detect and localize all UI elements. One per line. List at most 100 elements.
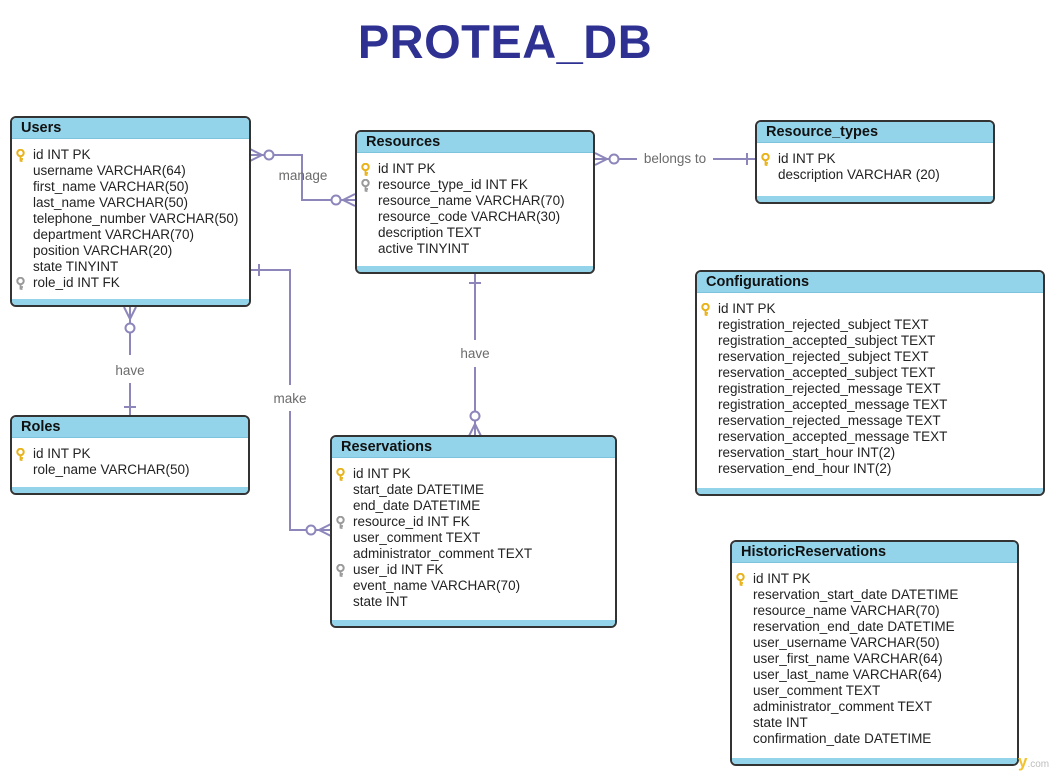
entity-title: Users: [21, 120, 62, 136]
attribute-text: state INT: [753, 715, 808, 730]
foreign-key-icon: [336, 564, 345, 577]
entity-footer: [357, 266, 593, 272]
foreign-key-icon: [361, 179, 370, 192]
attribute-row: reservation_accepted_message TEXT: [697, 429, 1043, 445]
attribute-text: registration_accepted_message TEXT: [718, 397, 948, 412]
attribute-row: id INT PK: [12, 147, 249, 163]
attribute-row: registration_rejected_subject TEXT: [697, 317, 1043, 333]
attribute-text: department VARCHAR(70): [33, 227, 195, 242]
attribute-text: user_username VARCHAR(50): [753, 635, 940, 650]
attribute-text: telephone_number VARCHAR(50): [33, 211, 239, 226]
attribute-text: resource_type_id INT FK: [378, 177, 528, 192]
attribute-row: last_name VARCHAR(50): [12, 195, 249, 211]
attribute-text: reservation_accepted_subject TEXT: [718, 365, 936, 380]
attribute-row: position VARCHAR(20): [12, 243, 249, 259]
attribute-row: administrator_comment TEXT: [732, 699, 1017, 715]
attribute-text: reservation_rejected_subject TEXT: [718, 349, 929, 364]
entity-footer: [12, 487, 248, 493]
attribute-text: user_last_name VARCHAR(64): [753, 667, 942, 682]
attribute-row: reservation_end_hour INT(2): [697, 461, 1043, 477]
attribute-row: active TINYINT: [357, 241, 593, 257]
primary-key-icon: [16, 149, 25, 162]
attribute-text: user_comment TEXT: [353, 530, 481, 545]
attribute-row: role_name VARCHAR(50): [12, 462, 248, 478]
primary-key-icon: [701, 303, 710, 316]
optional-reservations-make: [305, 524, 317, 536]
attribute-text: resource_id INT FK: [353, 514, 470, 529]
attribute-text: role_id INT FK: [33, 275, 120, 290]
crowfoot-users-manage: [249, 148, 263, 162]
attribute-row: state INT: [332, 594, 615, 610]
attribute-text: administrator_comment TEXT: [753, 699, 933, 714]
rel-label-have-roles: have: [115, 363, 144, 378]
attribute-row: username VARCHAR(64): [12, 163, 249, 179]
primary-key-icon: [16, 448, 25, 461]
attribute-row: state TINYINT: [12, 259, 249, 275]
brand-mark: y.com: [1018, 752, 1049, 772]
attribute-row: reservation_end_date DATETIME: [732, 619, 1017, 635]
crowfoot-reservations-have: [468, 423, 482, 437]
attribute-text: reservation_start_date DATETIME: [753, 587, 959, 602]
attribute-text: first_name VARCHAR(50): [33, 179, 189, 194]
attribute-row: registration_accepted_message TEXT: [697, 397, 1043, 413]
crowfoot-resources-manage: [342, 193, 356, 207]
entity-title: Resources: [366, 134, 441, 150]
attribute-text: user_first_name VARCHAR(64): [753, 651, 943, 666]
attribute-row: state INT: [732, 715, 1017, 731]
entity-header: Configurations: [697, 272, 1043, 293]
entity-title: Roles: [21, 419, 61, 435]
entity-header: Reservations: [332, 437, 615, 458]
attribute-row: description TEXT: [357, 225, 593, 241]
optional-resources-belongs: [608, 153, 620, 165]
foreign-key-icon: [336, 516, 345, 529]
attribute-row: id INT PK: [757, 151, 993, 167]
attribute-row: user_first_name VARCHAR(64): [732, 651, 1017, 667]
attribute-row: role_id INT FK: [12, 275, 249, 291]
attribute-row: id INT PK: [12, 446, 248, 462]
rel-label-have-reservations: have: [460, 346, 489, 361]
attribute-row: confirmation_date DATETIME: [732, 731, 1017, 747]
primary-key-icon: [361, 163, 370, 176]
optional-users-have: [124, 322, 136, 334]
attribute-row: resource_name VARCHAR(70): [357, 193, 593, 209]
attribute-row: registration_rejected_message TEXT: [697, 381, 1043, 397]
attribute-text: reservation_end_hour INT(2): [718, 461, 892, 476]
attribute-row: user_comment TEXT: [732, 683, 1017, 699]
attribute-text: reservation_end_date DATETIME: [753, 619, 955, 634]
connector-manage: [250, 154, 355, 201]
attribute-text: reservation_start_hour INT(2): [718, 445, 896, 460]
attribute-text: end_date DATETIME: [353, 498, 481, 513]
entity-header: Roles: [12, 417, 248, 438]
attribute-text: id INT PK: [718, 301, 776, 316]
brand-domain: .com: [1027, 759, 1050, 770]
attribute-text: user_comment TEXT: [753, 683, 881, 698]
attribute-text: state INT: [353, 594, 408, 609]
attribute-row: resource_name VARCHAR(70): [732, 603, 1017, 619]
attribute-text: id INT PK: [778, 151, 836, 166]
attribute-row: administrator_comment TEXT: [332, 546, 615, 562]
attribute-text: registration_accepted_subject TEXT: [718, 333, 936, 348]
attribute-text: resource_code VARCHAR(30): [378, 209, 561, 224]
attribute-text: active TINYINT: [378, 241, 470, 256]
attribute-row: user_last_name VARCHAR(64): [732, 667, 1017, 683]
foreign-key-icon: [16, 277, 25, 290]
attribute-row: reservation_start_date DATETIME: [732, 587, 1017, 603]
attribute-row: user_comment TEXT: [332, 530, 615, 546]
attribute-row: registration_accepted_subject TEXT: [697, 333, 1043, 349]
entity-footer: [12, 299, 249, 305]
attribute-text: confirmation_date DATETIME: [753, 731, 932, 746]
entity-header: Resources: [357, 132, 593, 153]
attribute-text: description TEXT: [378, 225, 482, 240]
